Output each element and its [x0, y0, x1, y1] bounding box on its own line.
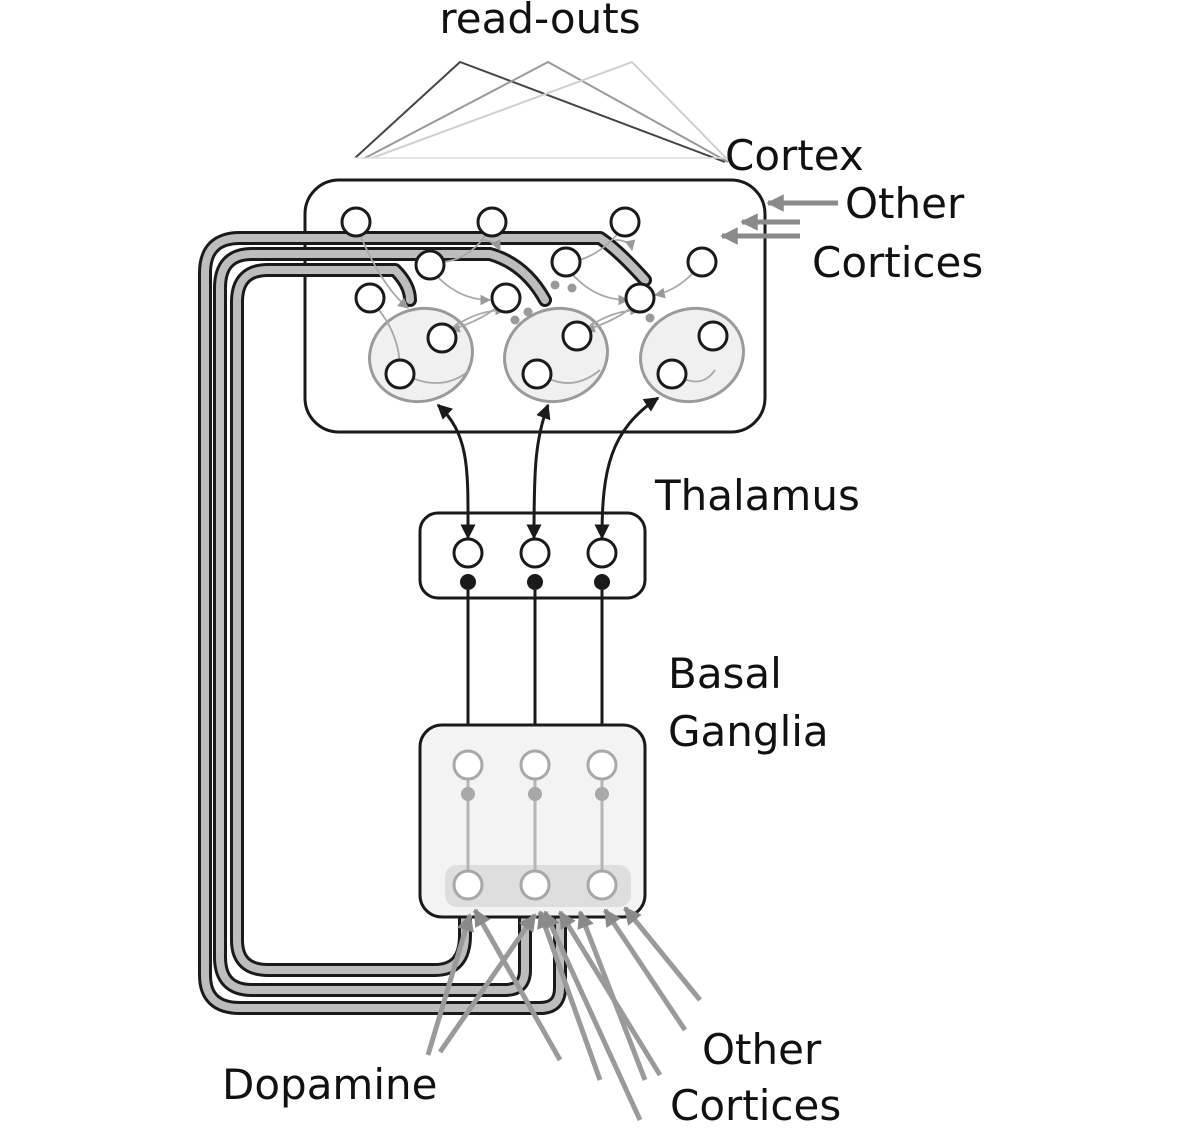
cortex-label: Cortex [725, 131, 864, 180]
dopamine-label: Dopamine [222, 1060, 437, 1109]
thalamus-label: Thalamus [654, 471, 860, 520]
other-cortices-top-label-line2: Cortices [812, 238, 983, 287]
cortex-neuron [561, 320, 593, 352]
cortex-neuron [426, 322, 458, 354]
inhibitory-synapses [510, 280, 655, 325]
cortex-neuron [609, 206, 641, 238]
readout-lines [354, 60, 731, 163]
basal-ganglia-label-line2: Ganglia [668, 707, 829, 756]
thalamus-neuron [586, 537, 618, 569]
cortex-neurons [340, 206, 729, 390]
other-cortices-input-top [720, 194, 838, 245]
cortex-neuron [624, 282, 656, 314]
cortex-thalamus-connections [436, 396, 660, 540]
cortex-neuron [521, 358, 553, 390]
cortex-neuron [414, 249, 446, 281]
cortex-neuron [697, 320, 729, 352]
thalamus-neuron [519, 537, 551, 569]
basal-ganglia-label-line1: Basal [668, 649, 782, 698]
cortex-neuron [476, 206, 508, 238]
basal-ganglia-neurons [452, 749, 618, 901]
cortex-neuron [490, 282, 522, 314]
thalamus-neuron [452, 537, 484, 569]
cortex-neuron [686, 246, 718, 278]
cortex-neuron [354, 282, 386, 314]
thalamus-neurons [452, 537, 618, 590]
other-cortices-bottom-label-line2: Cortices [670, 1081, 841, 1130]
readouts-label: read-outs [439, 0, 640, 43]
bottom-inputs [425, 906, 702, 1122]
cortical-assemblies [368, 306, 745, 404]
other-cortices-top-label-line1: Other [845, 179, 965, 228]
other-cortices-bottom-label-line1: Other [702, 1025, 822, 1074]
cortex-neuron [340, 206, 372, 238]
cortex-neuron [656, 358, 688, 390]
cortex-neuron [384, 358, 416, 390]
basal-ganglia-thalamus-connections [466, 590, 604, 750]
cortex-neuron [550, 246, 582, 278]
